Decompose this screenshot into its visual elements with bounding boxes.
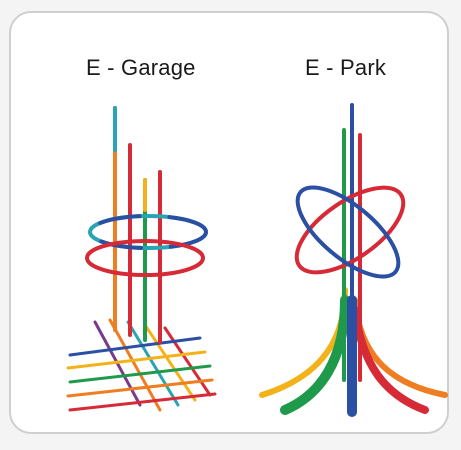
garage-posts (115, 108, 160, 342)
park-sculpture (262, 105, 445, 412)
garage-grid (68, 320, 215, 410)
garage-sculpture (68, 108, 215, 410)
